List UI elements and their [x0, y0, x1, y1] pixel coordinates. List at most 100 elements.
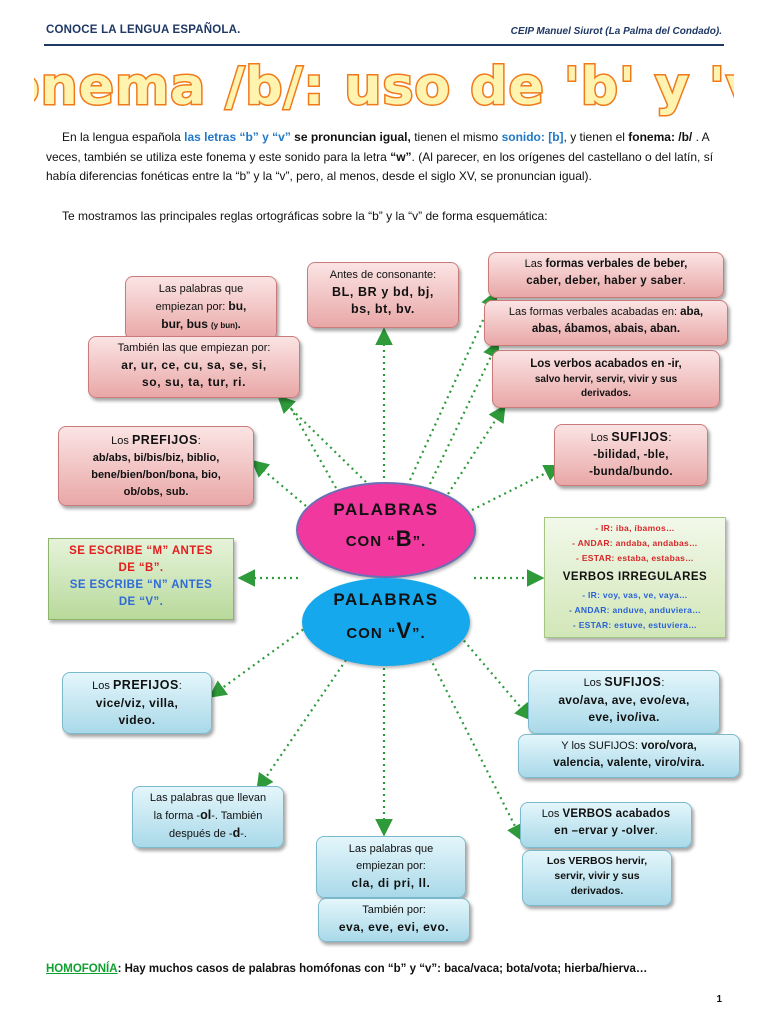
box-text: Los: [541, 808, 563, 820]
box-text: Antes de consonante:: [329, 269, 437, 281]
box-text: Las formas verbales acabadas en: aba,: [491, 304, 721, 321]
n-rule-line1: SE ESCRIBE “N” ANTES: [69, 579, 213, 591]
box-text-bold: Los verbos acabados en -ir,: [530, 358, 682, 370]
header-divider: [44, 44, 724, 46]
ellipse-b-line1: PALABRAS: [333, 500, 439, 519]
box-formas-beber: Las formas verbales de beber, caber, deb…: [488, 252, 724, 298]
ellipse-letter: V: [396, 618, 412, 643]
header-school: CEIP Manuel Siurot (La Palma del Condado…: [510, 26, 722, 37]
box-text-bold: bs, bt, bv.: [350, 302, 415, 316]
intro-bold-igual: se pronuncian igual,: [290, 130, 411, 144]
box-text: -. También: [211, 810, 263, 822]
box-text: Y los SUFIJOS:: [561, 740, 642, 752]
m-rule-line1: SE ESCRIBE “M” ANTES: [69, 545, 213, 557]
box-empiezan-ar: También las que empiezan por: ar, ur, ce…: [88, 336, 300, 398]
box-text: Los SUFIJOS:: [561, 429, 701, 447]
homofonia-note: HOMOFONÍA: Hay muchos casos de palabras …: [46, 963, 647, 975]
box-text: :: [178, 680, 182, 692]
intro-paragraph-2: Te mostramos las principales reglas orto…: [62, 209, 548, 223]
box-text-bold: abas, ábamos, abais, aban.: [531, 323, 681, 335]
intro-text: . A veces, también se utiliza este fonem…: [46, 130, 709, 164]
box-text-bold: cla, di pri, ll.: [351, 876, 431, 890]
box-prefijos-v: Los PREFIJOS: vice/viz, villa, video.: [62, 672, 212, 734]
box-text-bold: bene/bien/bon/bona, bio,: [91, 469, 221, 481]
box-text-bold: bur, bus: [161, 317, 208, 331]
arrow-to-ervar: [429, 657, 523, 842]
box-sufijos-b: Los SUFIJOS: -bilidad, -ble, -bunda/bund…: [554, 424, 708, 486]
intro-text: En la lengua española: [62, 130, 185, 144]
box-prefijos-b: Los PREFIJOS: ab/abs, bi/bis/biz, biblio…: [58, 426, 254, 506]
box-text: Los PREFIJOS:: [69, 677, 205, 695]
arrow-to-prefijos-v: [208, 625, 309, 698]
box-text-bold: bu,: [228, 299, 247, 313]
irregular-andar-b: - ANDAR: andaba, andabas…: [572, 538, 698, 548]
box-empiezan-bu: Las palabras que empiezan por: bu, bur, …: [125, 276, 277, 340]
box-empiezan-eva: También por: eva, eve, evi, evo.: [318, 898, 470, 942]
box-text: :: [661, 677, 665, 689]
intro-highlight-sonido: sonido: [b]: [501, 130, 564, 144]
box-text: la forma -ol-. También: [139, 807, 277, 825]
box-text: Las palabras que: [348, 843, 434, 855]
arrow-to-ol: [256, 659, 347, 792]
box-text-bold: derivados.: [570, 885, 624, 897]
irregular-title: VERBOS IRREGULARES: [562, 571, 708, 583]
ellipse-palabras-v: PALABRAS CON “V”.: [302, 578, 470, 666]
header-left-title: CONOCE LA LENGUA ESPAÑOLA.: [46, 24, 241, 36]
box-text: bur, bus (y bun).: [132, 316, 270, 334]
box-m-n-rule: SE ESCRIBE “M” ANTES DE “B”. SE ESCRIBE …: [48, 538, 234, 620]
box-text: después de -: [169, 828, 233, 840]
box-text: caber, deber, haber y saber.: [495, 273, 717, 290]
box-text-bold: d: [232, 826, 241, 840]
box-text: Los SUFIJOS:: [535, 674, 713, 692]
box-text-bold: ab/abs, bi/bis/biz, biblio,: [92, 452, 220, 464]
box-text: -.: [240, 828, 247, 840]
box-text: Los: [583, 677, 605, 689]
page-number: 1: [716, 994, 722, 1005]
box-text-bold: video.: [118, 713, 156, 727]
box-text: después de -d-.: [139, 825, 277, 843]
box-text: También las que empiezan por:: [117, 342, 271, 354]
box-text-bold: -bunda/bundo.: [589, 466, 673, 478]
box-text: Los: [590, 432, 612, 444]
box-sufijos-voro: Y los SUFIJOS: voro/vora, valencia, vale…: [518, 734, 740, 778]
arrow-to-beber: [408, 289, 498, 481]
box-text-bold: salvo hervir, servir, vivir y sus: [534, 374, 678, 385]
box-text: en –ervar y -olver.: [527, 823, 685, 840]
box-text-bold: servir, vivir y sus: [554, 870, 640, 882]
arrow-to-sufijos-v: [459, 635, 533, 722]
box-verbos-ervar: Los VERBOS acabados en –ervar y -olver.: [520, 802, 692, 848]
intro-bold-fonema: fonema: /b/: [628, 130, 693, 144]
box-text-bold: PREFIJOS: [131, 433, 198, 447]
intro-text: tienen el mismo: [410, 130, 502, 144]
box-text: .: [682, 275, 686, 287]
ellipse-v-line2: CON “V”.: [302, 618, 470, 644]
box-text-bold: -bilidad, -ble,: [593, 449, 669, 461]
box-text-bold: ol: [200, 808, 212, 822]
box-text: Las: [524, 258, 546, 270]
arrow-to-sufijos-b: [471, 465, 562, 511]
box-text: .: [654, 825, 658, 837]
irregular-estar-v: - ESTAR: estuve, estuviera…: [572, 620, 698, 630]
box-text: Los: [111, 435, 132, 447]
box-text: Las palabras que llevan: [149, 792, 267, 804]
box-text-bold: PREFIJOS: [112, 678, 179, 692]
box-text-bold: valencia, valente, viro/vira.: [553, 757, 705, 769]
ellipse-palabras-b: PALABRAS CON “B”.: [296, 482, 476, 578]
box-text-bold: ar, ur, ce, cu, sa, se, si,: [121, 358, 267, 372]
box-text: :: [197, 435, 201, 447]
box-text-bold: derivados.: [580, 388, 632, 399]
box-text: Los: [92, 680, 113, 692]
irregular-ir-b: - IR: iba, íbamos…: [595, 523, 675, 533]
box-text: Los VERBOS acabados: [527, 806, 685, 823]
homofonia-text: : Hay muchos casos de palabras homófonas…: [117, 963, 648, 975]
intro-bold-w: “w”: [390, 149, 412, 164]
ellipse-text: ”.: [412, 533, 427, 550]
box-text: También por:: [362, 904, 426, 916]
box-consonante: Antes de consonante: BL, BR y bd, bj, bs…: [307, 262, 459, 328]
intro-text: . (Al parecer, en los orígenes del caste…: [46, 149, 714, 184]
box-text: Los PREFIJOS:: [65, 432, 247, 450]
box-text-bold: so, su, ta, tur, ri.: [141, 375, 247, 389]
box-text-bold: ob/obs, sub.: [123, 486, 189, 498]
intro-paragraph: En la lengua española las letras “b” y “…: [46, 128, 722, 187]
box-text-bold: avo/ava, ave, evo/eva,: [558, 693, 690, 707]
